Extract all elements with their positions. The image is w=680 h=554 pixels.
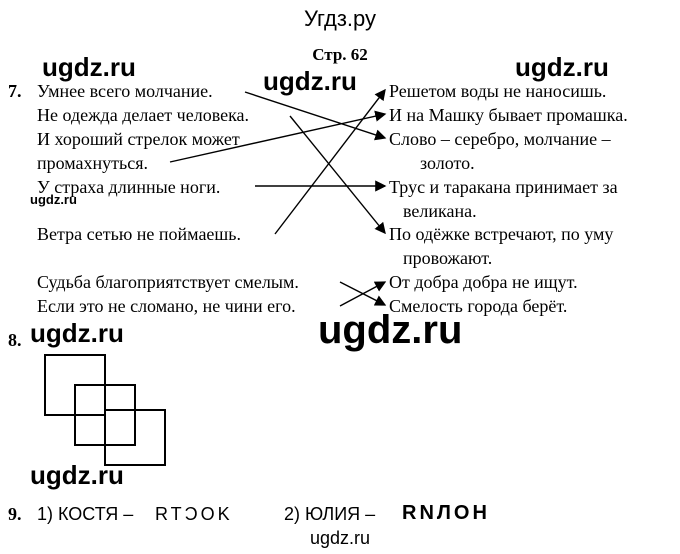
proverb-left: Умнее всего молчание. (37, 81, 213, 101)
proverb-right: Решетом воды не наносишь. (389, 81, 607, 101)
proverb-left: Если это не сломано, не чини его. (37, 296, 296, 316)
watermark: ugdz.ru (318, 308, 463, 352)
proverb-left: У страха длинные ноги. (37, 177, 221, 197)
proverb-left: Судьба благоприятствует смелым. (37, 272, 299, 292)
proverb-right: От добра добра не ищут. (389, 272, 578, 292)
site-title: Угдз.ру (303, 6, 377, 31)
proverb-right: Смелость города берёт. (389, 296, 568, 316)
answer-mirrored-name: RTϽOK (155, 504, 233, 524)
answer-label: 2) ЮЛИЯ – (284, 504, 376, 524)
answer-label: 1) КОСТЯ – (37, 504, 134, 524)
proverb-left: Не одежда делает человека. (37, 105, 250, 125)
page-number: Стр. 62 (312, 45, 368, 64)
proverb-right: По одёжке встречают, по уму (389, 224, 614, 244)
task-number: 9. (8, 504, 22, 524)
proverb-left: промахнуться. (37, 153, 149, 173)
task-number: 7. (8, 81, 22, 101)
proverb-right: И на Машку бывает промашка. (389, 105, 628, 125)
answer-mirrored-name: RNЛOH (402, 502, 490, 524)
footer-title: ugdz.ru (309, 528, 371, 548)
proverb-right: великана. (403, 201, 477, 221)
proverb-right: Трус и таракана принимает за (389, 177, 618, 197)
watermark: ugdz.ru (515, 52, 609, 82)
watermark: ugdz.ru (42, 52, 136, 82)
proverb-right: золото. (420, 153, 475, 173)
proverb-left: И хороший стрелок может (37, 129, 240, 149)
overlapping-squares-figure (44, 354, 166, 466)
watermark: ugdz.ru (30, 192, 77, 207)
proverb-right: Слово – серебро, молчание – (389, 129, 611, 149)
task-number: 8. (8, 330, 22, 350)
proverb-left: Ветра сетью не поймаешь. (37, 224, 241, 244)
watermark: ugdz.ru (263, 66, 357, 96)
watermark: ugdz.ru (30, 318, 124, 348)
proverb-right: провожают. (403, 248, 493, 268)
